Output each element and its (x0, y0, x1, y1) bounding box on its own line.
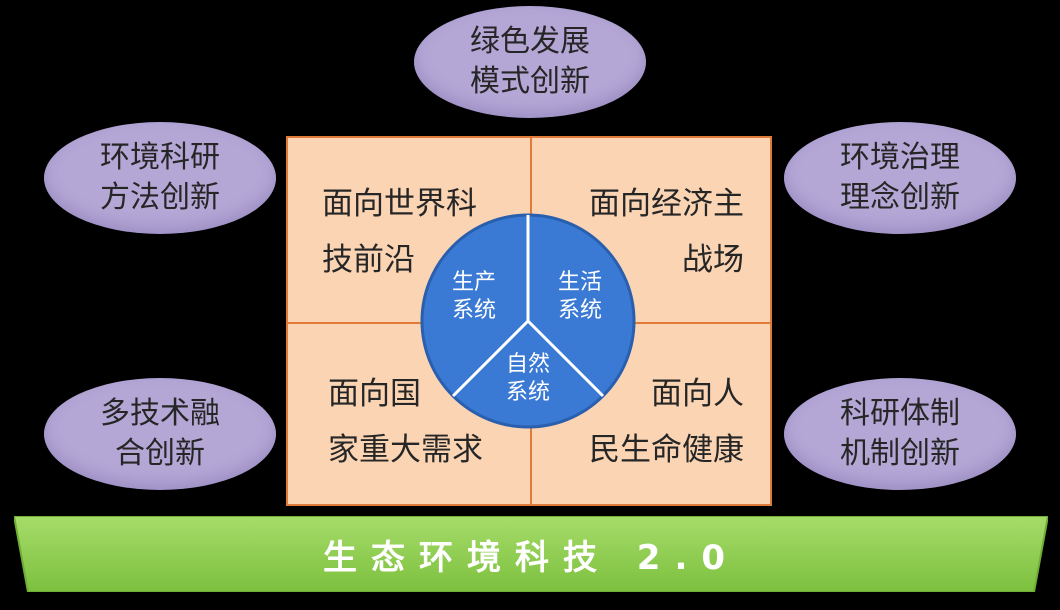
quadrant-line2: 技前沿 (322, 242, 415, 278)
oval-text-line2: 理念创新 (840, 180, 960, 215)
oval-research-system: 科研体制机制创新 (784, 378, 1016, 490)
quadrant-line2: 家重大需求 (328, 432, 483, 468)
quadrant-bottom-left: 面向国 家重大需求 (328, 366, 483, 478)
oval-text-line2: 方法创新 (100, 180, 220, 215)
banner-title: 生态环境科技 2.0 (322, 537, 740, 578)
wheel-production-line1: 生产 (452, 270, 496, 295)
system-wheel: 生产 系统 生活 系统 自然 系统 (420, 213, 636, 429)
quadrant-line1: 面向世界科 (322, 186, 477, 222)
oval-text-line1: 环境治理 (840, 140, 960, 175)
quadrant-grid: 面向世界科 技前沿 面向经济主 战场 面向国 家重大需求 面向人 民生命健康 (286, 136, 772, 506)
oval-text-line2: 模式创新 (470, 64, 590, 99)
quadrant-line1: 面向经济主 (589, 186, 744, 222)
wheel-divider-right (526, 319, 605, 398)
oval-text-line1: 绿色发展 (470, 24, 590, 59)
oval-text-line1: 科研体制 (840, 396, 960, 431)
quadrant-top-right: 面向经济主 战场 (589, 176, 744, 288)
wheel-living-line2: 系统 (558, 298, 602, 323)
quadrant-line2: 战场 (682, 242, 744, 278)
oval-green-development: 绿色发展模式创新 (414, 6, 646, 118)
oval-text-line2: 合创新 (115, 436, 205, 471)
wheel-nature-line1: 自然 (506, 352, 550, 377)
quadrant-bottom-right: 面向人 民生命健康 (589, 366, 744, 478)
wheel-production-line2: 系统 (452, 298, 496, 323)
banner-base (14, 516, 1048, 592)
quadrant-line2: 民生命健康 (589, 432, 744, 468)
oval-governance-concept: 环境治理理念创新 (784, 122, 1016, 234)
oval-text-line1: 多技术融 (100, 396, 220, 431)
wheel-living-line1: 生活 (558, 270, 602, 295)
oval-text-line2: 机制创新 (840, 436, 960, 471)
quadrant-line1: 面向国 (328, 376, 421, 412)
quadrant-line1: 面向人 (651, 376, 744, 412)
wheel-nature-line2: 系统 (506, 380, 550, 405)
oval-multi-tech-fusion: 多技术融合创新 (44, 378, 276, 490)
wheel-divider-left (451, 319, 530, 398)
quadrant-top-left: 面向世界科 技前沿 (322, 176, 477, 288)
oval-text-line1: 环境科研 (100, 140, 220, 175)
oval-research-method: 环境科研方法创新 (44, 122, 276, 234)
